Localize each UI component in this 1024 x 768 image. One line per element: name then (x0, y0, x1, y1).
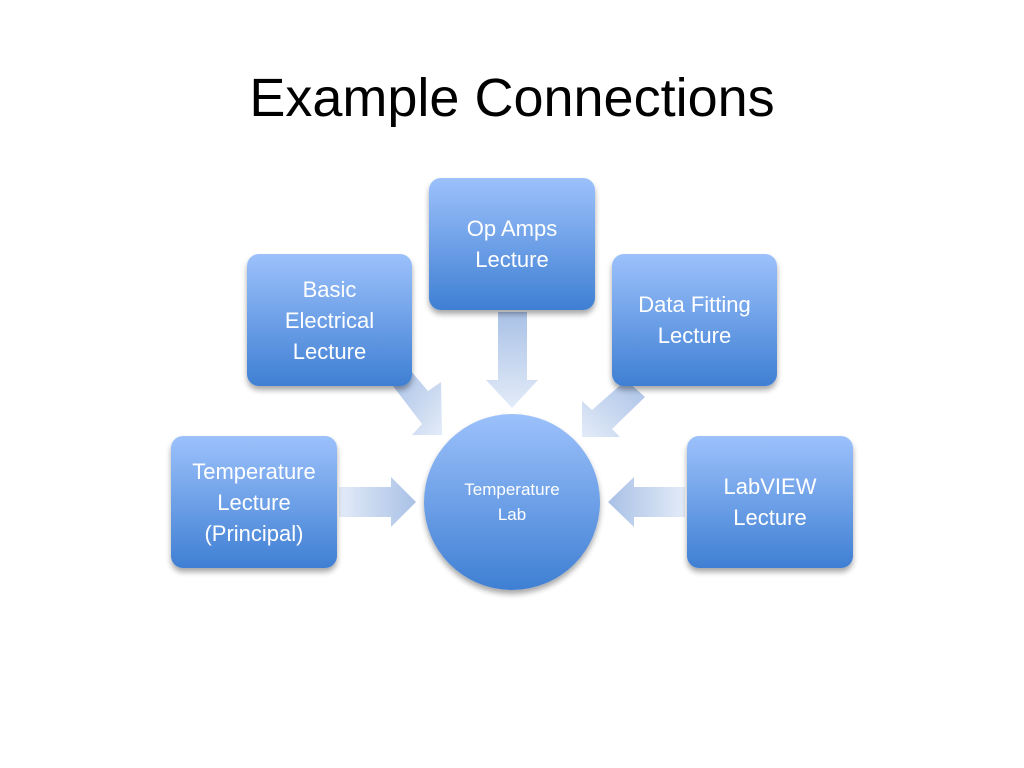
arrow-temperature-lecture-to-hub (339, 477, 416, 527)
node-label-labview: LabVIEW Lecture (723, 474, 817, 530)
node-label-temperature-lecture: Temperature Lecture (Principal) (192, 458, 316, 546)
node-box-op-amps (429, 178, 595, 310)
arrow-basic-electrical-to-hub (393, 371, 442, 435)
node-label-op-amps: Op Amps Lecture (466, 216, 558, 272)
hub-circle (424, 414, 600, 590)
arrow-op-amps-to-hub (486, 312, 538, 408)
node-box-data-fitting (612, 254, 777, 386)
node-box-temperature-lecture (171, 436, 337, 568)
hub-label: Temperature Lab (464, 480, 560, 524)
arrow-data-fitting-to-hub (582, 380, 645, 437)
node-box-labview (687, 436, 853, 568)
node-label-basic-electrical: Basic Electrical Lecture (284, 276, 375, 364)
node-label-data-fitting: Data Fitting Lecture (638, 292, 751, 348)
node-box-basic-electrical (247, 254, 412, 386)
arrow-labview-to-hub (608, 477, 685, 527)
slide-title: Example Connections (249, 68, 775, 128)
